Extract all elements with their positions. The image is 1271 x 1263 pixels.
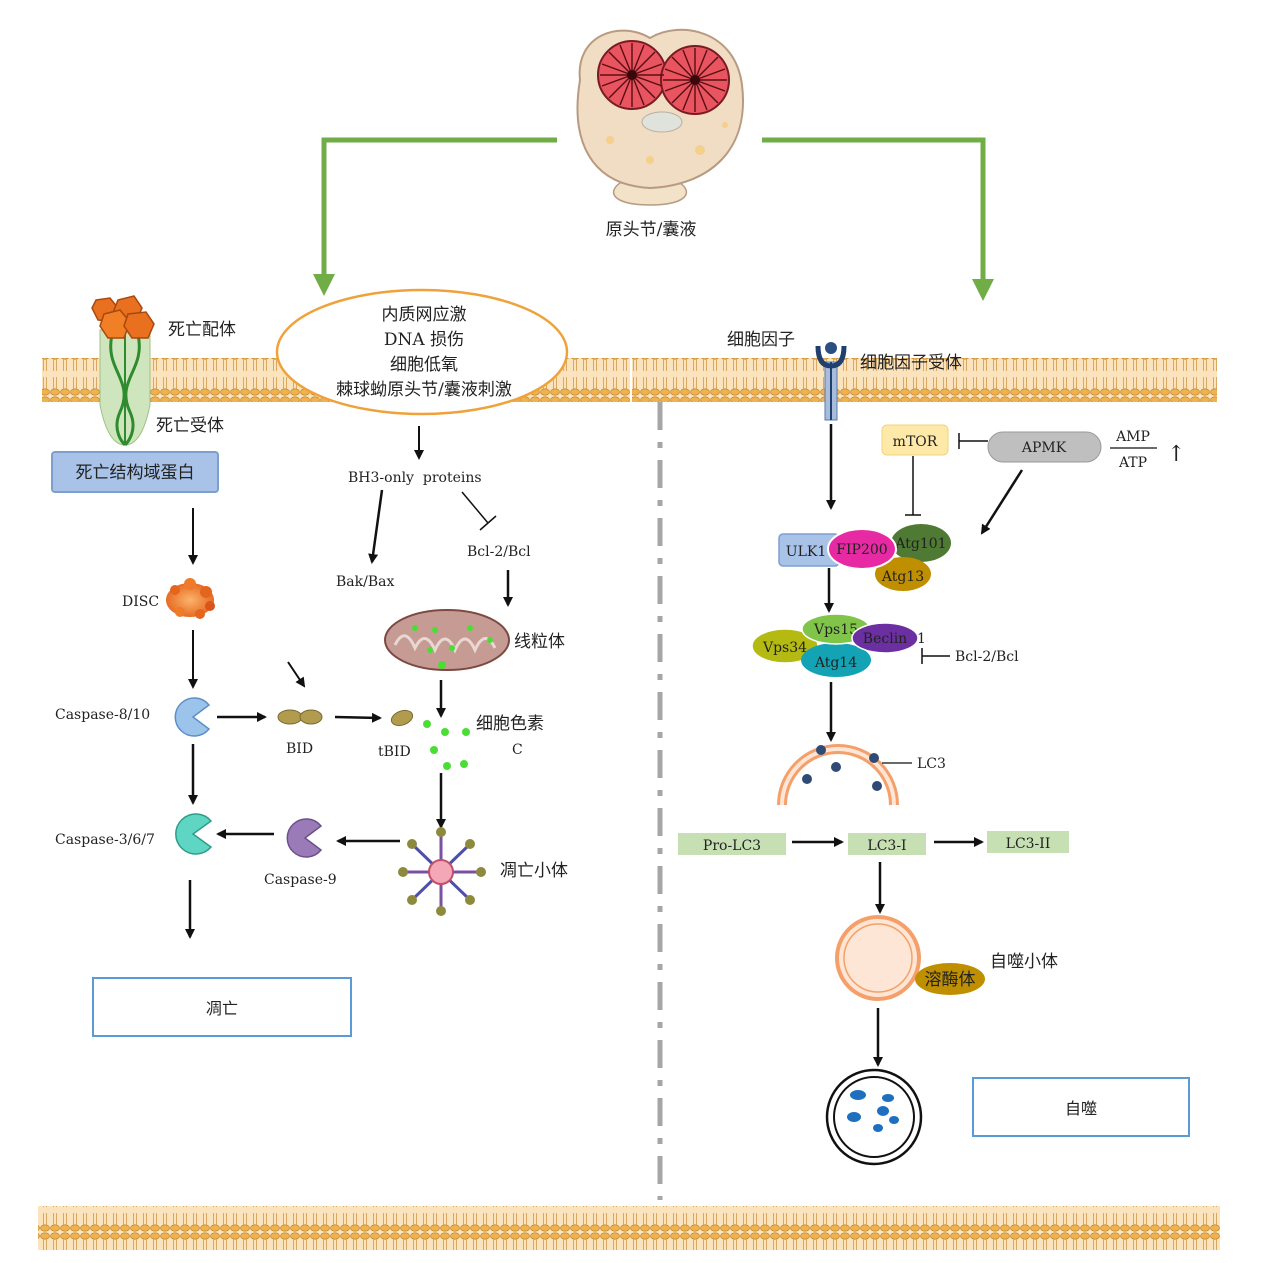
mitochondria-label: 线粒体 xyxy=(514,632,565,652)
lc3-ii-label: LC3-II xyxy=(1006,836,1051,852)
autophagy-result-box: 自噬 xyxy=(972,1077,1190,1137)
bak-bax-label: Bak/Bax xyxy=(336,574,394,590)
beclin-label: Beclin xyxy=(863,631,907,647)
up-arrow-icon: ↑ xyxy=(1167,442,1185,467)
caspase-9-label: Caspase-9 xyxy=(264,872,337,888)
death-ligand-label: 死亡配体 xyxy=(168,320,236,340)
arrow-bid-tbid xyxy=(334,712,382,723)
pro-lc3-label: Pro-LC3 xyxy=(703,838,761,854)
bh3-label: BH3-only proteins xyxy=(348,470,482,486)
autophagosome-inner xyxy=(843,923,913,993)
arrow-bh3-bakbax xyxy=(368,489,384,564)
atg101-icon xyxy=(891,524,951,562)
arrow-apmk-complex xyxy=(980,469,1024,535)
stress-line-4: 棘球蚴原头节/囊液刺激 xyxy=(336,380,512,400)
cytochrome-label: 细胞色素 xyxy=(476,714,544,734)
inhibit-bh3-bcl2 xyxy=(461,491,497,531)
stress-ellipse xyxy=(275,288,569,416)
death-domain-label: 死亡结构域蛋白 xyxy=(76,463,195,483)
caspase-3-6-7-label: Caspase-3/6/7 xyxy=(55,832,155,848)
cytokine-label: 细胞因子 xyxy=(727,330,795,350)
protoscolex-illustration xyxy=(576,28,744,206)
atp-label: ATP xyxy=(1118,455,1147,471)
apoptosis-result-box: 凋亡 xyxy=(92,977,352,1037)
stress-line-3: 细胞低氧 xyxy=(390,355,458,375)
green-arrow-left xyxy=(313,137,557,296)
cytokine-receptor-icon xyxy=(815,342,847,421)
caspase-3-6-7-icon xyxy=(175,813,213,855)
atg101-label: Atg101 xyxy=(894,536,946,552)
apmk-label: APMK xyxy=(1021,440,1067,456)
caspase-8-10-label: Caspase-8/10 xyxy=(55,707,150,723)
beclin-suffix-label: 1 xyxy=(917,631,926,647)
bid-label: BID xyxy=(286,741,313,757)
pro-lc3-box xyxy=(678,833,786,855)
arrow-into-bid xyxy=(287,661,306,688)
apoptosome-label: 凋亡小体 xyxy=(500,861,568,881)
lc3-i-box xyxy=(848,833,926,855)
top-membrane-right xyxy=(632,358,1217,402)
death-receptor-icon xyxy=(99,329,151,447)
lc3-i-label: LC3-I xyxy=(867,838,906,854)
stress-line-1: 内质网应激 xyxy=(382,305,467,325)
bottom-membrane xyxy=(38,1206,1220,1250)
lc3-label: LC3 xyxy=(917,756,946,772)
bid-icon xyxy=(277,709,323,725)
disc-label: DISC xyxy=(122,594,159,610)
atg14-icon xyxy=(801,643,871,677)
lysosome-icon xyxy=(915,963,985,995)
death-ligand-icon xyxy=(91,295,155,339)
atg14-label: Atg14 xyxy=(814,655,857,671)
autolysosome-icon xyxy=(825,1068,923,1166)
apmk-box xyxy=(987,431,1102,463)
atg13-icon xyxy=(875,557,931,591)
cytochrome-c-label: C xyxy=(512,742,523,758)
fip200-label: FIP200 xyxy=(836,542,887,558)
stress-line-2: DNA 损伤 xyxy=(384,330,464,350)
tbid-label: tBID xyxy=(378,744,411,760)
death-domain-box xyxy=(51,451,219,493)
death-receptor-label: 死亡受体 xyxy=(156,416,224,436)
beclin-icon xyxy=(851,622,919,654)
inhibit-mtor-ulk xyxy=(905,456,921,516)
tbid-icon xyxy=(390,709,414,727)
green-arrow-right xyxy=(762,137,994,301)
lc3-ii-box xyxy=(987,831,1069,853)
atg13-label: Atg13 xyxy=(881,569,924,585)
bcl2-label-right: Bcl-2/Bcl xyxy=(955,649,1019,665)
ulk1-label: ULK1 xyxy=(786,544,826,560)
amp-label: AMP xyxy=(1115,429,1150,445)
caspase-8-10-icon xyxy=(174,697,211,737)
bcl2-label-left: Bcl-2/Bcl xyxy=(467,544,531,560)
lysosome-label: 溶酶体 xyxy=(925,970,976,990)
apoptosome-icon xyxy=(398,827,486,916)
fip200-icon xyxy=(827,528,897,570)
mitochondrion-icon xyxy=(384,609,510,671)
inhibit-apmk-mtor xyxy=(958,433,988,449)
inhibit-bcl2-beclin xyxy=(921,648,950,664)
protoscolex-label: 原头节/囊液 xyxy=(606,220,697,240)
phagophore-icon xyxy=(777,744,899,806)
vps34-label: Vps34 xyxy=(762,640,807,656)
cytokine-receptor-label: 细胞因子受体 xyxy=(860,353,962,373)
mtor-box xyxy=(881,424,949,456)
autophagosome-label: 自噬小体 xyxy=(990,952,1058,972)
disc-icon xyxy=(166,578,215,619)
cytochrome-c-dots xyxy=(423,720,470,770)
vps15-label: Vps15 xyxy=(813,622,858,638)
caspase-9-icon xyxy=(286,818,323,858)
mtor-label: mTOR xyxy=(893,434,938,450)
